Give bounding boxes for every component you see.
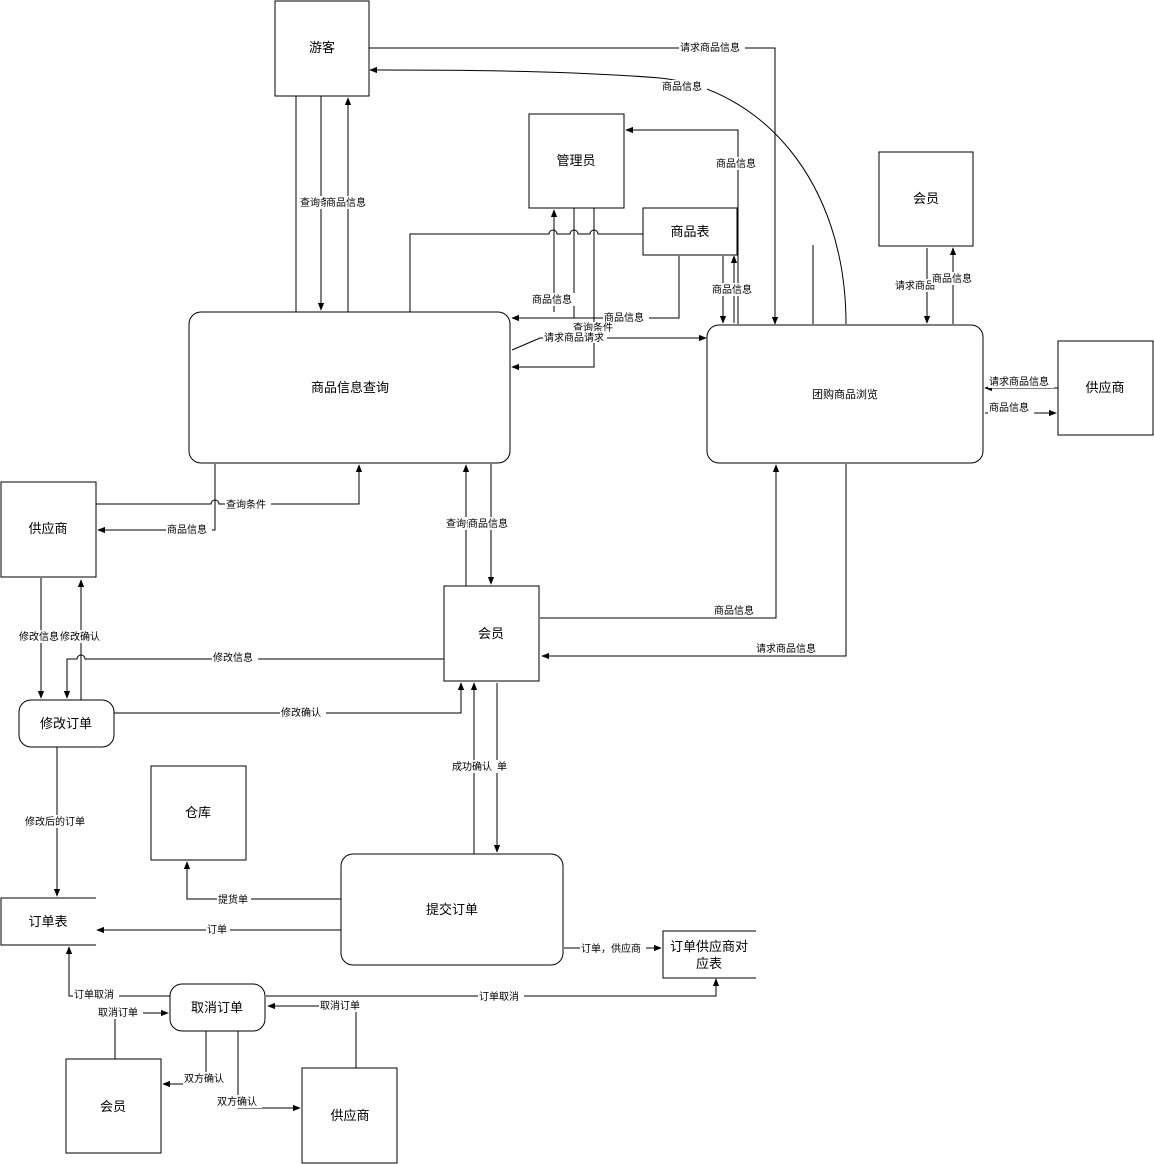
member-top-label: 会员 [913,192,939,207]
label-member-request: 请求商品 [895,279,935,292]
order-supplier-label-1: 订单供应商对 [670,939,748,955]
order-supplier-store[interactable] [662,930,756,979]
label-query-admin-info: 商品信息 [532,293,572,306]
edge-table-to-query [409,229,643,312]
cancel-order-box[interactable] [169,983,266,1032]
edge-mid-browse-info [540,464,780,619]
edge-visitor-product-info [369,66,847,325]
label-order-to-table: 订单 [207,924,227,936]
edge-cancel-to-map [266,978,720,997]
order-table-store[interactable] [0,897,96,946]
label-success-confirm: 成功确认 [452,760,492,773]
label-mid-browse-request: 请求商品信息 [756,642,816,655]
label-admin-info: 商品信息 [716,157,756,170]
supplier-right-label: 供应商 [1085,380,1124,396]
label-supplier-info: 商品信息 [989,401,1029,414]
label-cancel-to-map: 订单取消 [479,990,519,1003]
supplier-left-box[interactable] [0,481,97,578]
edge-labels: 请求商品信息 商品信息 查询条件 商品信息 商品信息 商品信息 请求商品 商品信… [18,41,1054,1108]
label-visitor-info: 商品信息 [326,196,366,209]
label-both-confirm-1: 双方确认 [184,1072,224,1085]
member-bottom-box[interactable] [65,1058,162,1154]
supplier-bottom-box[interactable] [301,1067,398,1164]
label-cancel-to-table: 订单取消 [74,988,114,1001]
member-bottom-label: 会员 [100,1100,126,1115]
member-mid-box[interactable] [443,585,540,682]
visitor-label: 游客 [309,40,335,56]
label-supplier-request: 请求商品信息 [989,375,1049,388]
label-modify-info-2: 修改信息 [213,651,253,664]
label-member-info: 商品信息 [932,272,972,285]
product-table-box[interactable] [642,207,738,256]
label-order-supplier: 订单，供应商 [581,942,641,955]
edge-admin-info [625,126,739,324]
label-supplier-cancel: 取消订单 [320,999,360,1012]
label-order: 单 [497,761,507,773]
label-modified-order: 修改后的订单 [25,815,85,828]
edge-mid-browse-request [541,464,847,660]
group-browse-label: 团购商品浏览 [812,387,878,401]
product-query-label: 商品信息查询 [311,380,389,396]
label-visitor-request: 请求商品信息 [680,41,740,54]
submit-order-box[interactable] [340,853,564,966]
edge-left-query [96,464,363,505]
edge-visitor-request [369,47,779,325]
edge-modify-confirm-2 [114,682,465,714]
edge-admin-down-3 [511,208,595,371]
label-modify-confirm: 修改确认 [60,630,100,643]
node-labels: 游客 管理员 会员 商品表 商品信息查询 团购商品浏览 供应商 供应商 会员 修… [28,40,1124,1124]
warehouse-label: 仓库 [185,805,211,821]
supplier-bottom-label: 供应商 [330,1108,369,1124]
admin-box[interactable] [528,113,625,209]
edge-pickup [183,861,341,900]
edge-table-query-info [511,256,680,322]
label-query-cond: 查询条件 [573,321,613,334]
edge-member-cancel [114,1009,169,1059]
order-table-label: 订单表 [28,915,67,930]
admin-label: 管理员 [556,154,595,169]
member-mid-label: 会员 [478,627,504,642]
group-browse-box[interactable] [706,324,984,464]
label-modify-confirm-2: 修改确认 [281,706,321,719]
cancel-order-label: 取消订单 [191,1001,243,1016]
label-member-cancel: 取消订单 [98,1006,138,1019]
warehouse-box[interactable] [150,765,247,861]
submit-order-label: 提交订单 [426,902,478,918]
product-table-label: 商品表 [670,225,709,240]
modify-order-box[interactable] [18,699,115,748]
edge-supplier-cancel [267,1002,357,1068]
label-browse-info: 商品信息 [712,283,752,296]
label-mid-info: 商品信息 [468,517,508,530]
member-top-box[interactable] [878,151,974,247]
product-query-box[interactable] [188,311,511,464]
label-request-goods: 请求商品请求 [544,331,604,344]
order-supplier-label-2: 应表 [696,956,722,972]
label-pickup: 提货单 [218,893,248,906]
edge-cancel-to-table [65,946,170,997]
label-mid-browse-info: 商品信息 [714,604,754,617]
label-modify-info: 修改信息 [19,630,59,643]
label-visitor-product-info: 商品信息 [662,80,702,93]
edge-modify-info-2 [63,654,444,699]
supplier-right-box[interactable] [1057,340,1154,436]
label-table-query-info: 商品信息 [604,311,644,324]
visitor-box[interactable] [274,0,370,97]
supplier-left-label: 供应商 [28,521,67,537]
edge-left-info [97,464,216,534]
modify-order-label: 修改订单 [40,717,92,732]
label-left-info: 商品信息 [167,523,207,536]
label-left-query: 查询条件 [226,498,266,511]
edge-query-to-browse [511,334,707,351]
label-both-confirm-2: 双方确认 [217,1095,257,1108]
